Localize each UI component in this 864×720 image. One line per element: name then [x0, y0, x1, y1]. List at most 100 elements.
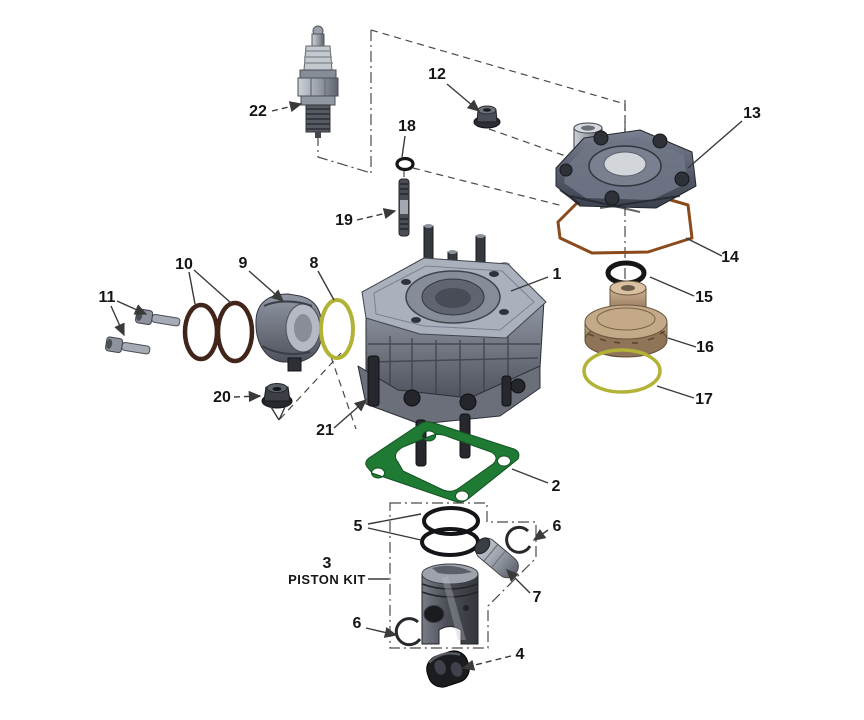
callout-3: 3	[323, 555, 332, 572]
piston-highlight	[442, 576, 466, 640]
plug-insulator	[303, 45, 333, 71]
nut12-bore	[483, 108, 491, 112]
stud-thread-lines	[400, 183, 408, 230]
leader-15	[649, 276, 695, 297]
plug-hex-facets	[310, 78, 326, 96]
valve-install-line	[330, 356, 357, 430]
bolt-boss	[593, 130, 609, 146]
callout-6-bottom: 6	[353, 615, 362, 632]
pin-lines	[483, 544, 506, 568]
leader-lines	[110, 83, 743, 671]
bolt-boss	[604, 190, 620, 206]
stud-bottom	[501, 375, 512, 407]
plug-shell-ring	[299, 69, 337, 79]
circlip-6-top	[505, 525, 532, 554]
leader-20	[233, 390, 262, 403]
leader-12	[446, 83, 481, 112]
nut20-v-line-right	[278, 406, 286, 421]
pin-bore	[474, 537, 491, 555]
plug-electrode	[315, 132, 321, 138]
head-fins	[559, 189, 681, 213]
leader-19	[356, 208, 397, 221]
callout-1: 1	[553, 266, 562, 283]
nut20-v-line-left	[270, 406, 280, 421]
valve-band	[261, 300, 313, 355]
leader-5b	[367, 527, 422, 541]
flange-nut-20	[261, 383, 293, 421]
callout-15: 15	[695, 289, 713, 306]
callout-16: 16	[696, 339, 714, 356]
leader-6-bottom	[365, 627, 398, 638]
flange-bolt	[459, 393, 477, 411]
leader-22	[271, 101, 303, 113]
bearing-slot	[450, 662, 463, 677]
bolt-shaft	[121, 341, 151, 355]
spark-plug-22	[297, 25, 339, 138]
stud-hole	[411, 317, 421, 323]
piston-kit-label: PISTON KIT	[288, 572, 366, 587]
callout-21: 21	[316, 422, 334, 439]
oring-10b	[215, 300, 255, 364]
centerline-sparkplug	[317, 135, 372, 174]
stud-hole	[489, 271, 499, 277]
cylinder-top-inner-edge	[373, 265, 535, 331]
nut20-install-line	[279, 352, 342, 420]
valve-spigot	[287, 357, 302, 372]
leader-10b	[193, 269, 232, 304]
leader-10a	[188, 271, 196, 305]
bolt-shaft	[151, 313, 181, 327]
leader-7	[506, 569, 531, 594]
leader-11a	[116, 300, 148, 315]
callout-5: 5	[354, 518, 363, 535]
leader-16	[667, 337, 697, 348]
callout-12: 12	[428, 66, 446, 83]
boundary-diagonal	[370, 29, 626, 105]
stud-hole	[499, 309, 509, 315]
oring-10a	[182, 302, 220, 362]
bottom-flange-bolts	[403, 378, 526, 411]
callout-14: 14	[721, 249, 739, 266]
combustion-bore	[603, 151, 647, 177]
cylinder-bore-hole	[435, 288, 471, 308]
piston-body	[421, 573, 479, 645]
oring-18	[395, 156, 415, 172]
callout-20: 20	[213, 389, 231, 406]
leader-21	[333, 399, 368, 429]
bolt-socket	[106, 339, 113, 349]
bearing-slot	[434, 660, 446, 675]
valve-dome-inner	[294, 314, 312, 342]
bearing-highlight	[428, 652, 461, 664]
insert-disc-top	[584, 304, 668, 340]
bolt-11b	[105, 336, 151, 355]
callout-22: 22	[249, 103, 267, 120]
callout-18: 18	[398, 118, 416, 135]
needle-bearing-4	[426, 650, 470, 688]
cylinder-head-13	[555, 122, 697, 213]
leader-18	[401, 135, 406, 158]
head-insert-16	[584, 280, 668, 358]
plug-terminal	[311, 33, 325, 47]
bolt-boss	[559, 163, 573, 177]
callout-17: 17	[695, 391, 713, 408]
oring-8	[319, 298, 355, 360]
plug-shoulder	[300, 95, 336, 106]
bolt-boss	[674, 171, 690, 187]
stud-19	[398, 178, 410, 237]
callout-4: 4	[516, 646, 525, 663]
stud-top	[424, 224, 433, 228]
callout-2: 2	[552, 478, 561, 495]
leader-6-top	[532, 528, 549, 541]
oring-17	[582, 348, 662, 394]
ring-grooves	[421, 583, 479, 598]
flange-bolt	[403, 389, 421, 407]
leader-5a	[367, 513, 422, 525]
head-bolt-bosses	[559, 130, 690, 206]
insert-step	[596, 307, 656, 331]
leader-13	[687, 120, 743, 169]
leader-2	[511, 468, 549, 484]
leader-9	[248, 270, 285, 302]
spark-plug-tube-bore	[581, 125, 595, 131]
callout-8: 8	[310, 255, 319, 272]
stud-top	[448, 250, 457, 254]
